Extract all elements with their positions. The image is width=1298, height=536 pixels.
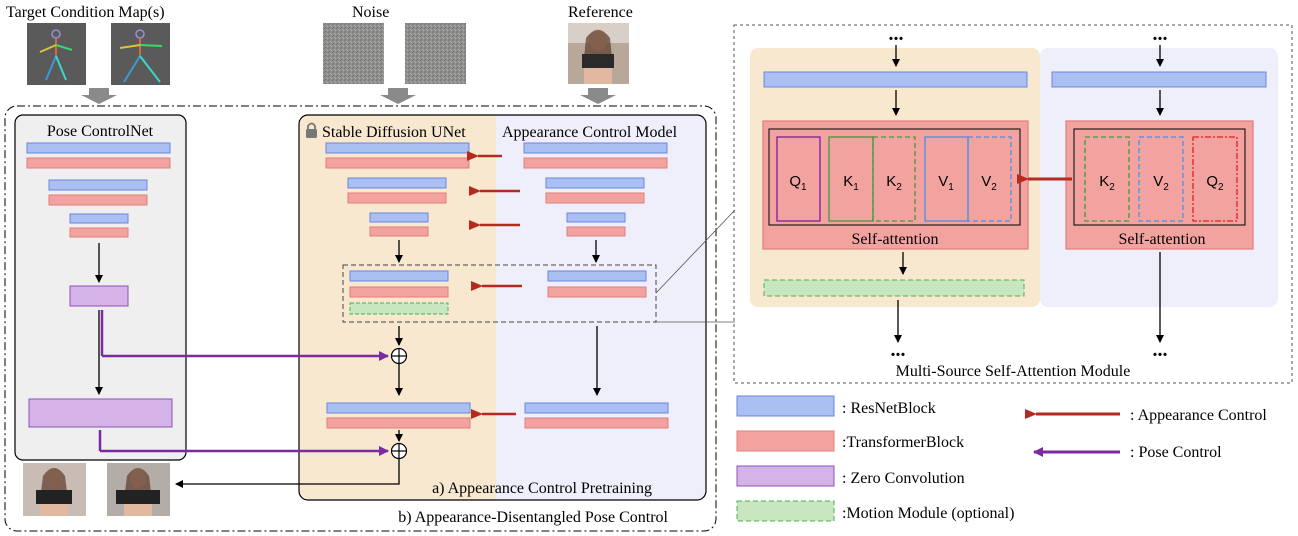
pose-resnet-block-1 — [26, 142, 171, 154]
appearance-pretraining-caption: a) Appearance Control Pretraining — [432, 480, 652, 497]
reference-input-arrow — [580, 88, 616, 104]
sd-resnet-block-mid — [349, 270, 449, 282]
ellipsis-bottom-left: ... — [891, 339, 906, 361]
sd-transformer-block-3 — [369, 226, 429, 237]
zoom-connector-top — [655, 209, 736, 294]
pose-resnet-block-2 — [48, 179, 148, 191]
acm-transformer-block-1 — [523, 157, 668, 169]
legend-motion-swatch — [736, 500, 835, 522]
appearance-control-model-title: Appearance Control Model — [502, 124, 678, 141]
lock-icon — [306, 122, 317, 138]
sd-resnet-block-1 — [325, 142, 470, 154]
legend-resnet-label: : ResNetBlock — [842, 400, 936, 417]
output-image-1 — [23, 463, 86, 516]
acm-transformer-block-mid — [547, 286, 647, 298]
reference-image — [568, 23, 629, 84]
acm-transformer-block-3 — [566, 226, 626, 237]
output-arrow — [175, 459, 400, 488]
pose-zero-conv-1 — [69, 285, 129, 307]
target-condition-label: Target Condition Map(s) — [6, 4, 165, 21]
attn-left-transformer — [762, 120, 1029, 250]
attn-left-motion-module — [763, 279, 1025, 297]
pose-zero-conv-2 — [28, 398, 173, 428]
legend-zero-conv-label: : Zero Convolution — [842, 470, 965, 487]
sd-transformer-block-mid — [349, 286, 449, 298]
pose-resnet-block-3 — [69, 213, 129, 224]
token-v2-left — [967, 136, 1012, 222]
noise-image-1 — [323, 23, 384, 84]
stable-diffusion-unet-title: Stable Diffusion UNet — [322, 124, 466, 141]
acm-resnet-block-1 — [523, 142, 668, 154]
legend-pose-label: : Pose Control — [1130, 444, 1222, 461]
token-v1-label: V1 — [938, 173, 954, 193]
pose-transformer-block-1 — [26, 157, 171, 169]
token-k2-left-label: K2 — [886, 173, 902, 193]
acm-resnet-block-2 — [545, 177, 645, 189]
noise-input-arrow — [380, 88, 416, 104]
mid-block-group — [342, 264, 657, 323]
output-image-2 — [107, 463, 170, 516]
self-attention-right-label: Self-attention — [1118, 231, 1205, 248]
sd-transformer-block-2 — [347, 192, 447, 204]
pose-transformer-block-2 — [48, 194, 148, 206]
sd-transformer-block-out — [326, 417, 471, 429]
legend-motion-label: :Motion Module (optional) — [842, 505, 1014, 522]
token-v2-left-label: V2 — [981, 173, 997, 193]
legend-appearance-label: : Appearance Control — [1130, 407, 1267, 424]
add-node-2 — [390, 442, 408, 460]
token-q2-label: Q2 — [1206, 173, 1224, 193]
acm-transformer-block-out — [524, 417, 669, 429]
sd-resnet-block-2 — [347, 177, 447, 189]
noise-image-2 — [405, 23, 466, 84]
legend-zero-conv-swatch — [736, 465, 835, 487]
legend-resnet-swatch — [736, 395, 835, 417]
token-k2-right-label: K2 — [1099, 173, 1115, 193]
attn-right-resnet — [1051, 71, 1267, 88]
attn-right-transformer — [1065, 120, 1254, 250]
self-attention-left-label: Self-attention — [851, 231, 938, 248]
acm-transformer-block-2 — [545, 192, 645, 204]
condition-map-1 — [27, 23, 86, 85]
token-q1-label: Q1 — [789, 173, 807, 193]
add-node-1 — [390, 347, 408, 365]
attention-module-title: Multi-Source Self-Attention Module — [896, 363, 1131, 380]
ellipsis-top-right: ... — [1153, 23, 1168, 45]
pose-control-caption: b) Appearance-Disentangled Pose Control — [398, 509, 668, 526]
token-q1 — [776, 136, 821, 222]
noise-label: Noise — [352, 4, 389, 21]
token-k1-label: K1 — [843, 173, 859, 193]
sd-resnet-block-out — [326, 402, 471, 414]
token-v2-right-label: V2 — [1153, 173, 1169, 193]
acm-resnet-block-3 — [566, 212, 626, 223]
condition-input-arrow — [81, 88, 117, 104]
token-k2-left — [872, 136, 916, 222]
legend-transformer-swatch — [736, 430, 835, 452]
pose-controlnet-title: Pose ControlNet — [47, 123, 154, 140]
reference-label: Reference — [568, 4, 633, 21]
legend-transformer-label: :TransformerBlock — [842, 434, 964, 451]
attention-module-frame — [733, 24, 1293, 384]
condition-map-2 — [111, 23, 170, 85]
ellipsis-top-left: ... — [889, 23, 904, 45]
ellipsis-bottom-right: ... — [1153, 339, 1168, 361]
sd-motion-module — [349, 302, 449, 315]
sd-resnet-block-3 — [369, 212, 429, 223]
acm-resnet-block-out — [524, 402, 669, 414]
pose-transformer-block-3 — [69, 227, 129, 238]
token-q2 — [1192, 136, 1238, 222]
attn-right-token-frame — [1073, 128, 1246, 226]
attn-left-resnet — [763, 71, 1028, 88]
pose-control-frame — [4, 105, 717, 532]
sd-transformer-block-1 — [325, 157, 470, 169]
acm-resnet-block-mid — [547, 270, 647, 282]
